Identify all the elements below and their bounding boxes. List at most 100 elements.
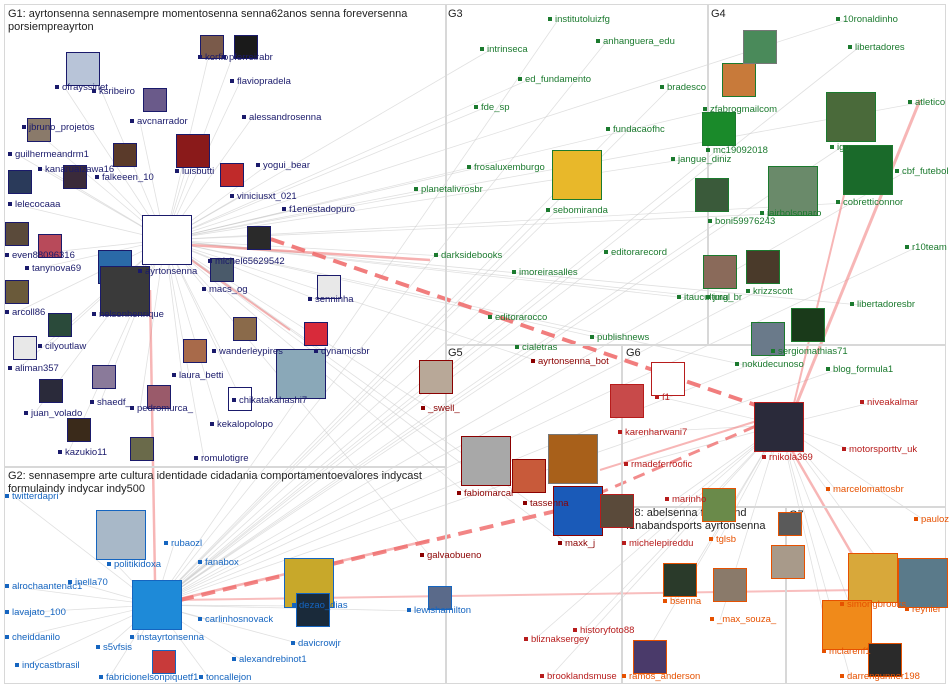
fabricionelsonpiquetf1-avatar[interactable] bbox=[152, 650, 176, 674]
node-f1[interactable]: f1 bbox=[655, 392, 670, 403]
node-atletico[interactable]: atletico bbox=[908, 97, 945, 108]
node-falkeeen-10[interactable]: falkeeen_10 bbox=[95, 172, 154, 183]
node-rnikola369[interactable]: rnikola369 bbox=[762, 452, 813, 463]
node-marinho[interactable]: marinho bbox=[665, 494, 706, 505]
davicrowjr-avatar[interactable] bbox=[296, 593, 330, 627]
bsenna-avatar[interactable] bbox=[663, 563, 697, 597]
node-darrengunner198[interactable]: darrengunner198 bbox=[840, 671, 920, 682]
node-jbruno-projetos[interactable]: jbruno_projetos bbox=[22, 122, 95, 133]
node-krizzscott[interactable]: krizzscott bbox=[746, 286, 793, 297]
node-dynamicsbr[interactable]: dynamicsbr bbox=[314, 346, 370, 357]
node-cilyoutlaw[interactable]: cilyoutlaw bbox=[38, 341, 86, 352]
juan-volado-avatar[interactable] bbox=[39, 379, 63, 403]
fabiomarcal-avatar[interactable] bbox=[461, 436, 511, 486]
galvaobueno-img-avatar[interactable] bbox=[548, 434, 598, 484]
node-carlinhosnovack[interactable]: carlinhosnovack bbox=[198, 614, 273, 625]
node-macs-og[interactable]: macs_og bbox=[202, 284, 248, 295]
viniciusxt-021-avatar[interactable] bbox=[220, 163, 244, 187]
node-romulotigre[interactable]: romulotigre bbox=[194, 453, 249, 464]
node-mclarenf1[interactable]: mclarenf1 bbox=[822, 646, 871, 657]
ayrtonsenna-avatar[interactable] bbox=[142, 215, 192, 265]
node-anhanguera-edu[interactable]: anhanguera_edu bbox=[596, 36, 675, 47]
sergiomathias71-avatar[interactable] bbox=[791, 308, 825, 342]
node-flaviopradela[interactable]: flaviopradela bbox=[230, 76, 291, 87]
node-jairbolsonaro[interactable]: jairbolsonaro bbox=[760, 208, 821, 219]
darrengunner198-avatar[interactable] bbox=[868, 643, 902, 677]
node-bsenna[interactable]: bsenna bbox=[663, 596, 701, 607]
rriscidrin1-avatar[interactable] bbox=[771, 545, 805, 579]
node-zfabrogmailcom[interactable]: zfabrogmailcom bbox=[703, 104, 777, 115]
node-pedromurca-[interactable]: pedromurca_ bbox=[130, 403, 193, 414]
chikatakahashi7-avatar[interactable] bbox=[276, 349, 326, 399]
node--max-souza-[interactable]: _max_souza_ bbox=[710, 614, 776, 625]
node-luisbutti[interactable]: luisbutti bbox=[175, 166, 214, 177]
node-publishnews[interactable]: publishnews bbox=[590, 332, 649, 343]
node-cheiddanilo[interactable]: cheiddanilo bbox=[5, 632, 60, 643]
kanaruaizawa16-avatar[interactable] bbox=[63, 165, 87, 189]
-max-souza--avatar[interactable] bbox=[713, 568, 747, 602]
jbruno-projetos-avatar[interactable] bbox=[27, 118, 51, 142]
node-jangue-diniz[interactable]: jangue_diniz bbox=[671, 154, 731, 165]
node-politikidoxa[interactable]: politikidoxa bbox=[107, 559, 161, 570]
node-korfio[interactable]: korfio bbox=[198, 52, 228, 63]
node-darksidebooks[interactable]: darksidebooks bbox=[434, 250, 502, 261]
arcoll86-avatar[interactable] bbox=[5, 280, 29, 304]
wanderleypires-avatar[interactable] bbox=[233, 317, 257, 341]
node-indycastbrasil[interactable]: indycastbrasil bbox=[15, 660, 80, 671]
jmg-br-avatar[interactable] bbox=[703, 255, 737, 289]
node-fanabox[interactable]: fanabox bbox=[198, 557, 239, 568]
node-ayrtonsenna-bot[interactable]: ayrtonsenna_bot bbox=[531, 356, 609, 367]
krizzscott-avatar[interactable] bbox=[746, 250, 780, 284]
cilyoutlaw-avatar[interactable] bbox=[48, 313, 72, 337]
node-nokudecunoso[interactable]: nokudecunoso bbox=[735, 359, 804, 370]
node-wanderleypires[interactable]: wanderleypires bbox=[212, 346, 283, 357]
node-bradesco[interactable]: bradesco bbox=[660, 82, 706, 93]
node-ofrayssinet[interactable]: ofrayssinet bbox=[55, 82, 108, 93]
sebomiranda-avatar[interactable] bbox=[552, 150, 602, 200]
node-s5vfsis[interactable]: s5vfsis bbox=[96, 642, 132, 653]
node-historyfoto88[interactable]: historyfoto88 bbox=[573, 625, 634, 636]
tanynova69-avatar[interactable] bbox=[38, 234, 62, 258]
node-sebomiranda[interactable]: sebomiranda bbox=[546, 205, 608, 216]
macs-og-avatar[interactable] bbox=[210, 258, 234, 282]
node-niveakalmar[interactable]: niveakalmar bbox=[860, 397, 918, 408]
michel65629542-avatar[interactable] bbox=[247, 226, 271, 250]
node-institutoluizfg[interactable]: institutoluizfg bbox=[548, 14, 610, 25]
node-galvaobueno[interactable]: galvaobueno bbox=[420, 550, 481, 561]
korfio-avatar[interactable] bbox=[200, 35, 224, 59]
node-sergiomathias71[interactable]: sergiomathias71 bbox=[771, 346, 848, 357]
pferreirabr-avatar[interactable] bbox=[234, 35, 258, 59]
node-inella70[interactable]: inella70 bbox=[68, 577, 108, 588]
node-pferreirabr[interactable]: pferreirabr bbox=[222, 52, 273, 63]
node-viniciusxt-021[interactable]: viniciusxt_021 bbox=[230, 191, 297, 202]
igo-avatar[interactable] bbox=[826, 92, 876, 142]
cobretticonnor-avatar[interactable] bbox=[843, 145, 893, 195]
node-tanynova69[interactable]: tanynova69 bbox=[25, 263, 81, 274]
node-michel65629542[interactable]: michel65629542 bbox=[208, 256, 285, 267]
node-kanaruaizawa16[interactable]: kanaruaizawa16 bbox=[38, 164, 114, 175]
node-rubaozl[interactable]: rubaozl bbox=[164, 538, 202, 549]
node-juan-volado[interactable]: juan_volado bbox=[24, 408, 82, 419]
node-tglsb[interactable]: tglsb bbox=[709, 534, 736, 545]
ofrayssinet-avatar[interactable] bbox=[66, 52, 100, 86]
node-davicrowjr[interactable]: davicrowjr bbox=[291, 638, 341, 649]
node-nelsonhenrique[interactable]: nelsonhenrique bbox=[92, 309, 164, 320]
node-bliznaksergey[interactable]: bliznaksergey bbox=[524, 634, 589, 645]
node-pauloz[interactable]: pauloz bbox=[914, 514, 949, 525]
senninha-avatar[interactable] bbox=[317, 275, 341, 299]
node-yogui-bear[interactable]: yogui_bear bbox=[256, 160, 310, 171]
node-toncallejon[interactable]: toncallejon bbox=[199, 672, 251, 683]
michelepireddu-avatar[interactable] bbox=[600, 494, 634, 528]
node-instayrtonsenna[interactable]: instayrtonsenna bbox=[130, 632, 204, 643]
reynier-avatar[interactable] bbox=[898, 558, 948, 608]
node-senninha[interactable]: senninha bbox=[308, 294, 354, 305]
mc19092018-avatar[interactable] bbox=[702, 112, 736, 146]
node-cialetras[interactable]: cialetras bbox=[515, 342, 557, 353]
node-motorsporttv-uk[interactable]: motorsporttv_uk bbox=[842, 444, 917, 455]
node-karenharwani7[interactable]: karenharwani7 bbox=[618, 427, 687, 438]
lelecocaaa-avatar[interactable] bbox=[8, 170, 32, 194]
node-r10team[interactable]: r10team bbox=[905, 242, 947, 253]
ramos-anderson-avatar[interactable] bbox=[633, 640, 667, 674]
kazukio11-avatar[interactable] bbox=[67, 418, 91, 442]
node-shaedf-[interactable]: shaedf_ bbox=[90, 397, 131, 408]
